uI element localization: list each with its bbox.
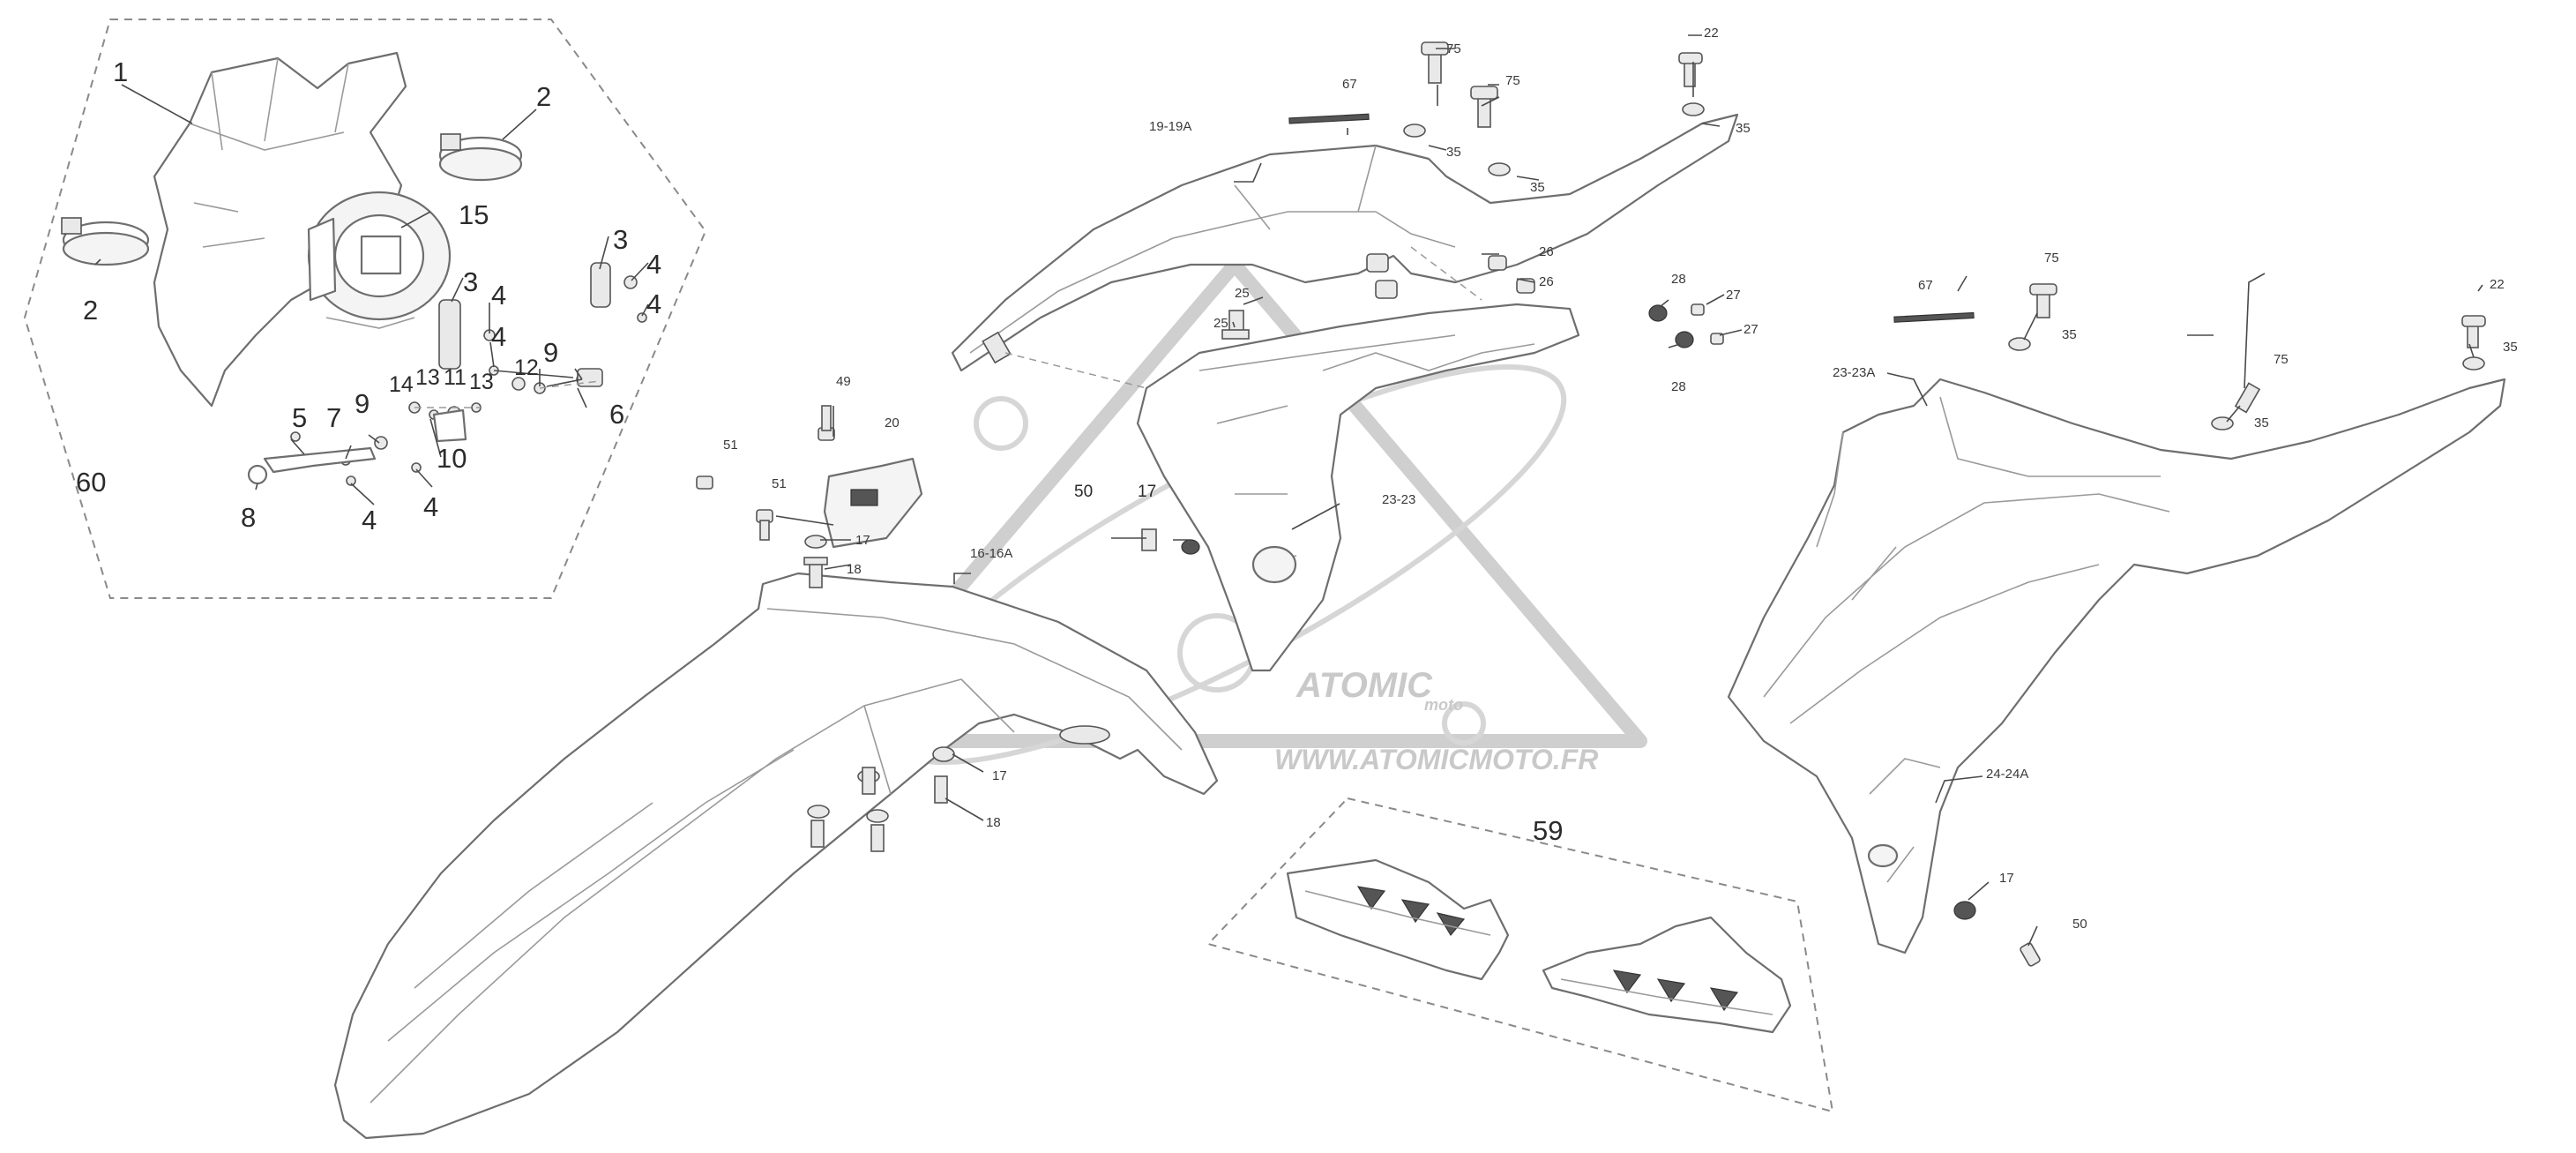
label-part-14: 14 bbox=[389, 372, 414, 397]
callout-labels: 1 2 2 3 3 4 4 4 4 4 4 5 6 7 8 9 9 10 11 … bbox=[76, 26, 2518, 932]
watermark-brand: ATOMIC bbox=[1295, 666, 1433, 705]
label-part-2-right: 2 bbox=[536, 81, 551, 112]
headlight-unit bbox=[307, 191, 452, 329]
label-part-18-b: 18 bbox=[986, 815, 1001, 830]
label-part-9-right: 9 bbox=[543, 337, 558, 368]
label-part-4-d: 4 bbox=[491, 321, 506, 352]
label-part-17-d: 17 bbox=[1999, 871, 2014, 886]
label-part-4-e: 4 bbox=[362, 505, 377, 535]
label-part-67-a: 67 bbox=[1342, 77, 1357, 92]
label-group-59: 59 bbox=[1533, 815, 1563, 846]
label-part-17-c: 17 bbox=[1138, 483, 1156, 501]
label-part-4-a: 4 bbox=[646, 249, 661, 280]
label-part-3-center: 3 bbox=[463, 266, 478, 297]
label-part-75-b: 75 bbox=[1505, 73, 1520, 88]
label-part-75-c: 75 bbox=[2044, 251, 2059, 266]
label-part-50-a: 50 bbox=[1074, 483, 1093, 501]
front-fender bbox=[333, 572, 1219, 1140]
watermark-sub: moto bbox=[1424, 696, 1463, 714]
bracket-3-center bbox=[438, 299, 461, 370]
label-part-9-left: 9 bbox=[355, 388, 370, 419]
label-part-35-e: 35 bbox=[2062, 327, 2077, 342]
label-part-22-a: 22 bbox=[1704, 26, 1719, 41]
label-part-25-b: 25 bbox=[1213, 316, 1228, 331]
headlight-small-hardware bbox=[247, 275, 647, 486]
label-part-4-f: 4 bbox=[423, 491, 438, 522]
fender-hardware bbox=[696, 405, 984, 852]
side-number-plate bbox=[1136, 303, 1580, 672]
label-part-51-b: 51 bbox=[772, 476, 787, 491]
label-part-23-23A: 23-23A bbox=[1833, 365, 1875, 380]
label-part-27-b: 27 bbox=[1743, 322, 1758, 337]
fork-clamp-left bbox=[61, 217, 150, 266]
label-part-2-left: 2 bbox=[83, 295, 98, 326]
label-part-6: 6 bbox=[609, 399, 624, 430]
group-59-outline bbox=[1206, 797, 1834, 1113]
watermark-url: WWW.ATOMICMOTO.FR bbox=[1274, 744, 1598, 775]
bracket-3-right bbox=[590, 262, 611, 308]
label-part-50-b: 50 bbox=[2072, 917, 2087, 932]
label-part-1: 1 bbox=[113, 56, 128, 87]
label-part-16-16A: 16-16A bbox=[970, 546, 1012, 561]
label-part-12: 12 bbox=[514, 356, 539, 380]
label-part-4-b: 4 bbox=[646, 288, 661, 319]
label-part-24-24A: 24-24A bbox=[1986, 767, 2028, 782]
rear-panel-hardware bbox=[1221, 41, 1724, 348]
label-part-17-a: 17 bbox=[855, 533, 870, 548]
fork-clamp-right bbox=[438, 133, 523, 182]
label-group-60: 60 bbox=[76, 467, 106, 498]
right-shroud bbox=[1727, 378, 2506, 955]
label-part-22-b: 22 bbox=[2490, 277, 2505, 292]
label-part-23-23: 23-23 bbox=[1382, 492, 1415, 507]
label-part-67-b: 67 bbox=[1918, 278, 1933, 293]
label-part-20: 20 bbox=[885, 416, 900, 431]
label-part-35-a: 35 bbox=[1736, 121, 1751, 136]
label-part-28-a: 28 bbox=[1671, 272, 1686, 287]
label-part-26-b: 26 bbox=[1539, 274, 1554, 289]
group-59-handguards bbox=[1206, 797, 1834, 1113]
headlight-mask bbox=[153, 51, 407, 408]
group-60-outline bbox=[23, 19, 707, 599]
label-part-5: 5 bbox=[292, 402, 307, 433]
label-part-28-b: 28 bbox=[1671, 379, 1686, 394]
label-part-4-c: 4 bbox=[491, 280, 506, 311]
label-part-19-19A: 19-19A bbox=[1149, 119, 1191, 134]
leader-lines bbox=[94, 34, 2483, 947]
label-part-13-a: 13 bbox=[415, 365, 440, 390]
label-part-15: 15 bbox=[459, 199, 489, 230]
label-part-75-a: 75 bbox=[1446, 41, 1461, 56]
label-part-75-d: 75 bbox=[2274, 352, 2289, 367]
label-part-17-b: 17 bbox=[992, 768, 1007, 783]
label-part-13-b: 13 bbox=[469, 370, 494, 394]
label-part-35-b: 35 bbox=[1446, 145, 1461, 160]
label-part-49: 49 bbox=[836, 374, 851, 389]
label-part-10: 10 bbox=[437, 443, 467, 474]
label-part-8: 8 bbox=[241, 502, 256, 533]
label-part-26-a: 26 bbox=[1539, 244, 1554, 259]
label-part-35-c: 35 bbox=[1530, 180, 1545, 195]
label-part-35-d: 35 bbox=[2503, 340, 2518, 355]
label-part-11: 11 bbox=[444, 365, 467, 390]
label-part-7: 7 bbox=[326, 402, 341, 433]
label-part-3-right: 3 bbox=[613, 224, 628, 255]
label-part-35-f: 35 bbox=[2254, 416, 2269, 431]
label-part-25-a: 25 bbox=[1235, 286, 1250, 301]
rear-side-panel bbox=[951, 113, 1739, 389]
right-shroud-hardware bbox=[1893, 283, 2486, 967]
label-part-27-a: 27 bbox=[1726, 288, 1741, 303]
group-60-headlight-assembly bbox=[23, 19, 707, 599]
label-part-51-a: 51 bbox=[723, 438, 738, 453]
label-part-18-a: 18 bbox=[847, 562, 862, 577]
